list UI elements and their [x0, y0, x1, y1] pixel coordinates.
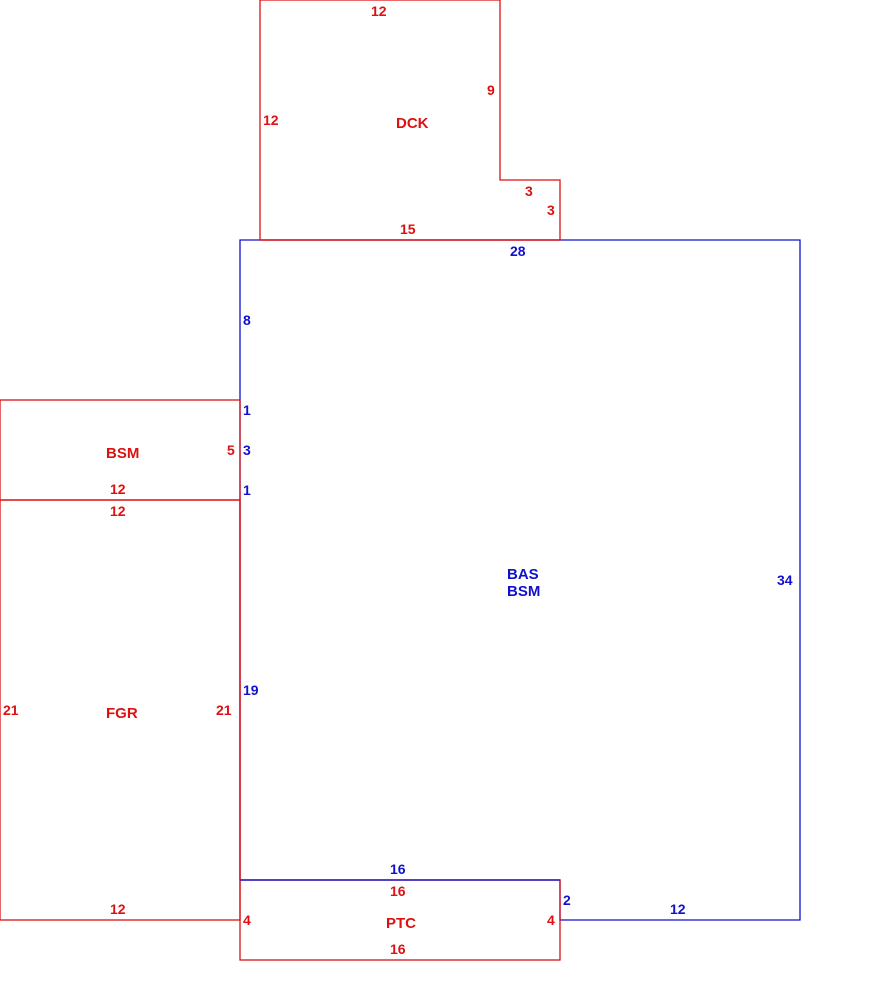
dck-dim-right: 9 [487, 82, 495, 98]
fgr-dim-left: 21 [3, 702, 19, 718]
bsm-dim-right: 5 [227, 442, 235, 458]
bas-dim-top: 28 [510, 243, 526, 259]
bas-dim-bottom-right: 12 [670, 901, 686, 917]
dck-label: DCK [396, 115, 429, 132]
area-bsm: BSM 5 12 [0, 399, 241, 501]
bas-dim-bottom-inner: 16 [390, 861, 406, 877]
dck-dim-step-h: 3 [525, 183, 533, 199]
bsm-dim-bottom: 12 [110, 481, 126, 497]
bas-dim-right: 34 [777, 572, 793, 588]
bas-label: BAS [507, 566, 539, 583]
dck-dim-left: 12 [263, 112, 279, 128]
bas-dim-left-upper: 8 [243, 312, 251, 328]
area-ptc: PTC 16 4 4 16 [239, 879, 561, 961]
dck-dim-top: 12 [371, 3, 387, 19]
ptc-dim-left: 4 [243, 912, 251, 928]
fgr-label: FGR [106, 705, 138, 722]
bas-dim-step: 2 [563, 892, 571, 908]
area-dck: DCK 12 9 12 3 3 15 [259, 0, 561, 241]
bas-dim-left-lower: 19 [243, 682, 259, 698]
bsm-label: BSM [106, 445, 139, 462]
fgr-dim-bottom: 12 [110, 901, 126, 917]
area-fgr: FGR 12 21 21 12 [0, 499, 241, 921]
ptc-dim-bottom: 16 [390, 941, 406, 957]
fgr-dim-top: 12 [110, 503, 126, 519]
bas-dim-left-jog-2: 1 [243, 482, 251, 498]
dck-dim-step-v: 3 [547, 202, 555, 218]
ptc-dim-right: 4 [547, 912, 555, 928]
bas-dim-left-jog-1: 1 [243, 402, 251, 418]
area-bas: BAS BSM 28 8 1 3 1 19 16 2 12 34 [239, 239, 801, 921]
fgr-dim-right: 21 [216, 702, 232, 718]
bas-bsm-label: BSM [507, 583, 540, 600]
ptc-dim-top: 16 [390, 883, 406, 899]
ptc-label: PTC [386, 915, 416, 932]
dck-dim-bottom: 15 [400, 221, 416, 237]
bas-dim-left-mid: 3 [243, 442, 251, 458]
